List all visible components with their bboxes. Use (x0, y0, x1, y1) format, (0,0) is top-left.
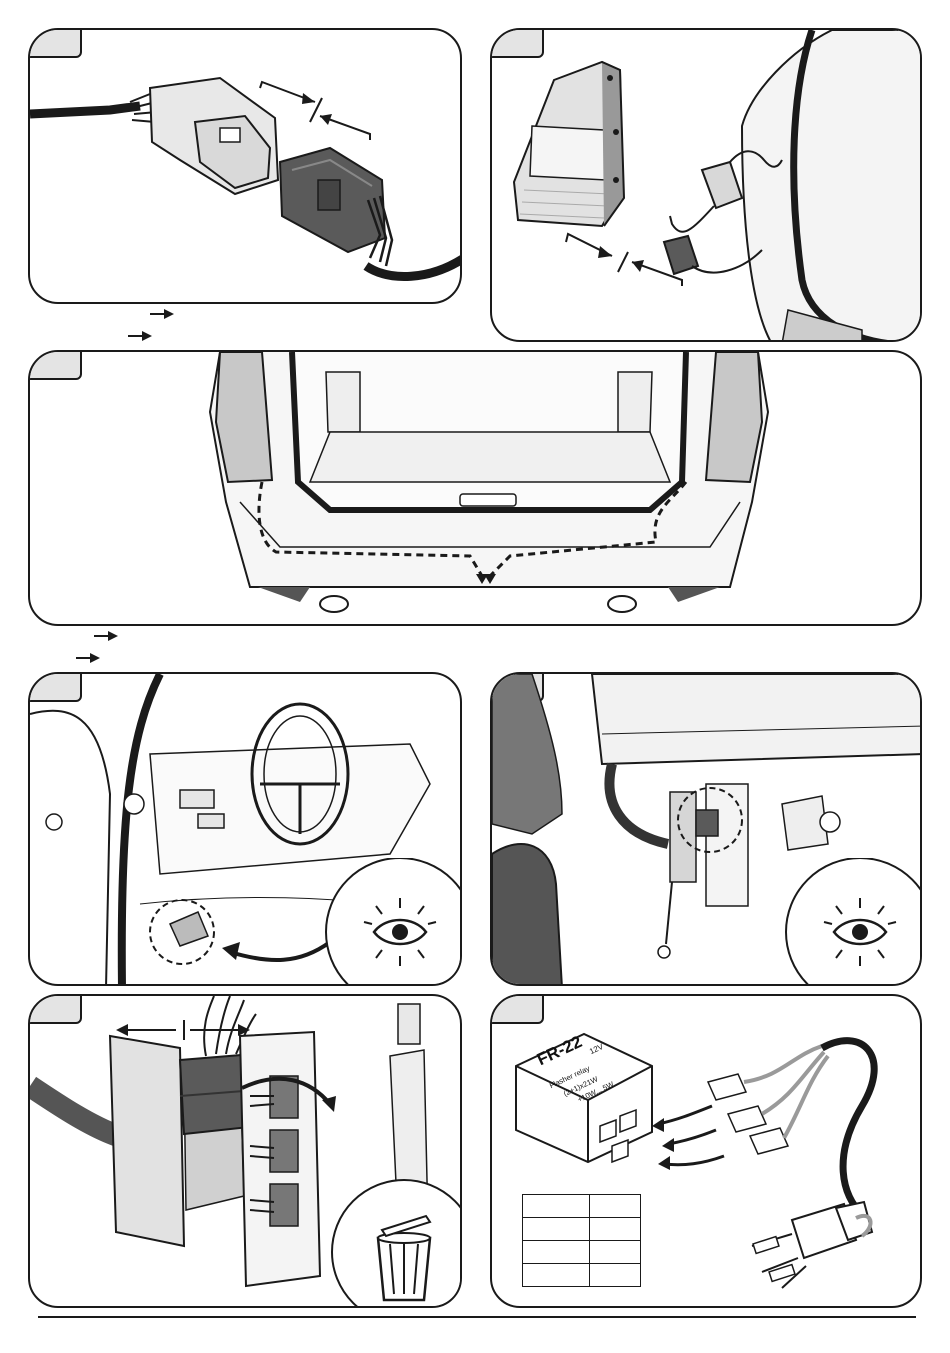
step-panel-3 (28, 350, 922, 626)
flow-arrow-icon-2 (72, 628, 132, 668)
pin-table-cell (590, 1195, 641, 1218)
step-panel-7: FR-22 12V Flasher relay (2+1)x21W +10W..… (490, 994, 922, 1308)
step-panel-6 (28, 994, 462, 1308)
pin-table-cell (523, 1264, 590, 1287)
table-row (523, 1241, 641, 1264)
step-panel-5 (490, 672, 922, 986)
pin-table (522, 1194, 641, 1287)
step-panel-2 (490, 28, 922, 342)
pin-table-cell (523, 1241, 590, 1264)
table-row (523, 1218, 641, 1241)
footer-rule (38, 1316, 916, 1318)
pin-table-cell (590, 1241, 641, 1264)
eye-icon-2 (784, 858, 922, 986)
step-panel-1 (28, 28, 462, 304)
pin-table-cell (523, 1195, 590, 1218)
step-panel-4 (28, 672, 462, 986)
eye-icon (324, 858, 462, 986)
tail-lamp-connector-illustration (492, 30, 922, 342)
pin-table-cell (523, 1218, 590, 1241)
trash-bin-icon (330, 1176, 462, 1308)
table-row (523, 1195, 641, 1218)
flow-arrow-icon (120, 306, 180, 346)
pin-table-cell (590, 1264, 641, 1287)
connector-disconnect-illustration (30, 30, 462, 304)
cable-routing-illustration (30, 352, 922, 626)
table-row (523, 1264, 641, 1287)
pin-table-cell (590, 1218, 641, 1241)
